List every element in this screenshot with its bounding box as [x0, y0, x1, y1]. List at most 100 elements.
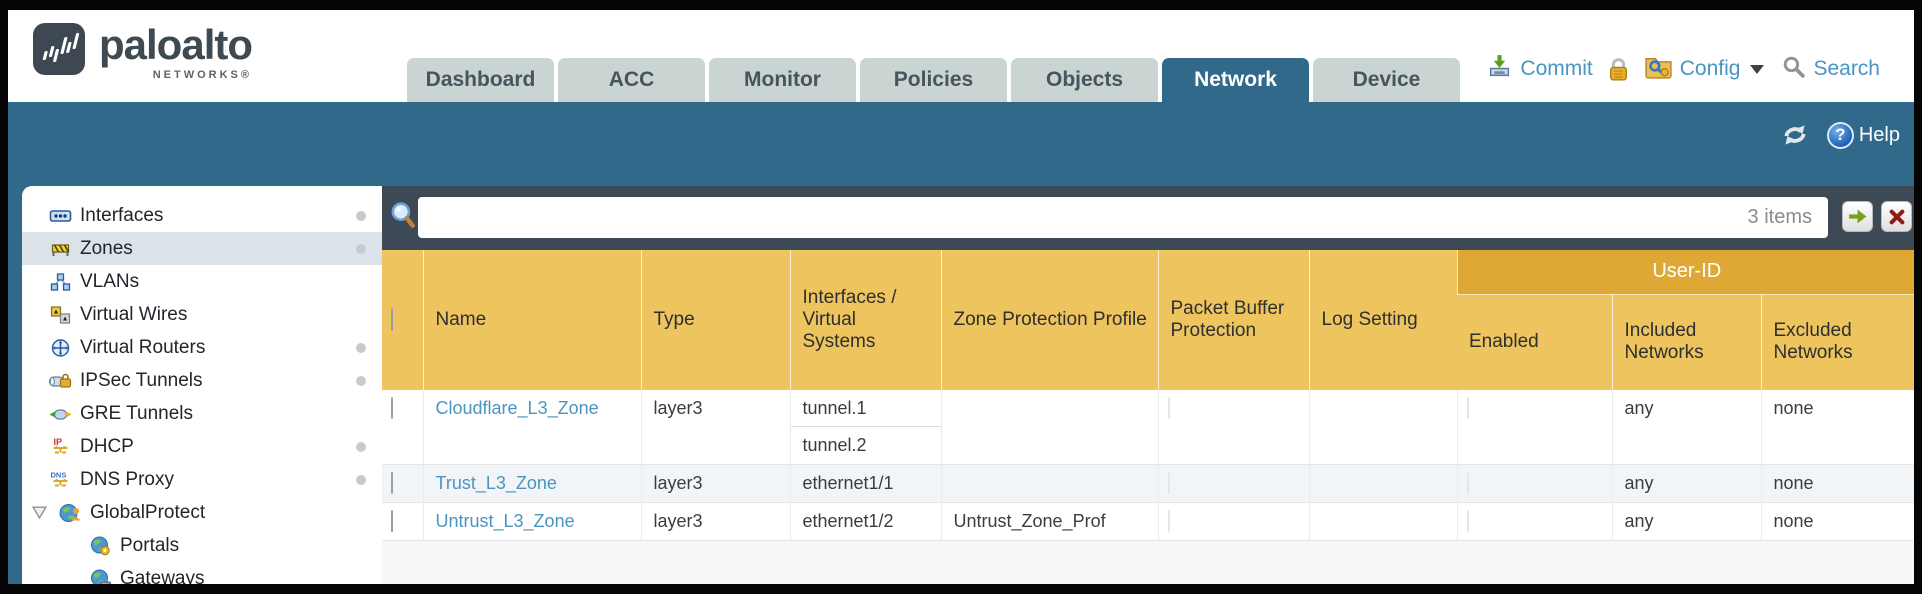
help-button[interactable]: ? Help	[1826, 121, 1900, 149]
status-dot	[356, 474, 366, 485]
excluded-networks-cell: none	[1760, 502, 1914, 541]
utility-bar: ? Help	[1779, 114, 1900, 156]
sidebar-item-globalprotect[interactable]: GlobalProtect	[22, 496, 382, 529]
config-menu-button[interactable]: Config	[1644, 53, 1765, 86]
sidebar-item-virtual-routers[interactable]: Virtual Routers	[22, 331, 382, 364]
brand: paloalto NETWORKS®	[32, 22, 253, 81]
row-checkbox[interactable]	[391, 510, 393, 532]
refresh-icon[interactable]	[1779, 121, 1811, 149]
row-checkbox[interactable]	[391, 397, 393, 419]
user-id-enabled-checkbox[interactable]	[1466, 397, 1469, 419]
clear-filter-button[interactable]	[1881, 201, 1912, 232]
help-icon: ?	[1826, 121, 1854, 149]
sidebar-item-gre-tunnels[interactable]: GRE Tunnels	[22, 397, 382, 430]
globalprotect-icon	[56, 502, 84, 524]
excluded-networks-cell: none	[1760, 390, 1914, 465]
zone-protection-cell	[940, 464, 1158, 503]
row-select-cell	[382, 390, 423, 465]
sidebar-item-ipsec-tunnels[interactable]: IPSec Tunnels	[22, 364, 382, 397]
interface-value: tunnel.2	[802, 435, 867, 455]
log-setting-cell	[1308, 390, 1457, 465]
zone-interfaces-cell: ethernet1/1	[789, 464, 941, 503]
sidebar-item-zones[interactable]: Zones	[22, 232, 382, 265]
column-header-type[interactable]: Type	[640, 250, 790, 390]
zone-name-link[interactable]: Trust_L3_Zone	[435, 473, 557, 493]
packet-buffer-checkbox[interactable]	[1167, 397, 1170, 419]
tab-device[interactable]: Device	[1313, 58, 1460, 102]
zone-name-link[interactable]: Cloudflare_L3_Zone	[435, 398, 599, 418]
column-header-packet-buffer[interactable]: Packet Buffer Protection	[1157, 250, 1309, 390]
column-header-excluded-networks[interactable]: Excluded Networks	[1760, 294, 1914, 390]
column-header-interfaces[interactable]: Interfaces / Virtual Systems	[789, 250, 941, 390]
excluded-networks-cell: none	[1760, 464, 1914, 503]
tab-acc[interactable]: ACC	[558, 58, 705, 102]
config-icon	[1644, 53, 1673, 86]
sidebar-item-vlans[interactable]: VLANs	[22, 265, 382, 298]
user-id-enabled-checkbox[interactable]	[1466, 510, 1469, 532]
zone-name-link[interactable]: Untrust_L3_Zone	[435, 511, 575, 531]
select-all-checkbox[interactable]	[391, 308, 393, 331]
tree-expander-icon[interactable]	[32, 506, 56, 519]
column-header-log-setting[interactable]: Log Setting	[1308, 250, 1457, 390]
packet-buffer-checkbox[interactable]	[1167, 510, 1170, 532]
header-actions: Commit Config Search	[1486, 52, 1880, 86]
sidebar-item-label: IPSec Tunnels	[80, 369, 203, 391]
status-dot	[356, 243, 366, 254]
sidebar-item-virtual-wires[interactable]: Virtual Wires	[22, 298, 382, 331]
interface-value: ethernet1/2	[802, 511, 894, 531]
log-setting-cell	[1308, 502, 1457, 541]
user-id-enabled-checkbox[interactable]	[1466, 472, 1469, 494]
tab-dashboard[interactable]: Dashboard	[407, 58, 554, 102]
tab-objects[interactable]: Objects	[1011, 58, 1158, 102]
zone-type-cell: layer3	[640, 502, 790, 541]
gateways-icon	[86, 568, 114, 584]
tab-network[interactable]: Network	[1162, 58, 1309, 102]
commit-button[interactable]: Commit	[1486, 53, 1593, 86]
tab-policies[interactable]: Policies	[860, 58, 1007, 102]
zone-name-cell: Cloudflare_L3_Zone	[422, 390, 641, 465]
sidebar-item-gateways[interactable]: Gateways	[22, 562, 382, 584]
included-networks-cell: any	[1611, 390, 1761, 465]
row-checkbox[interactable]	[391, 472, 393, 494]
column-header-included-networks[interactable]: Included Networks	[1611, 294, 1761, 390]
apply-filter-button[interactable]	[1842, 201, 1873, 232]
zone-protection-cell	[940, 390, 1158, 465]
portals-icon	[86, 535, 114, 557]
lock-status-button[interactable]	[1606, 56, 1631, 83]
virtual-wires-icon	[46, 305, 74, 325]
status-dot	[356, 441, 366, 452]
column-header-zone-protection[interactable]: Zone Protection Profile	[940, 250, 1158, 390]
sidebar-item-label: Zones	[80, 237, 133, 259]
filter-search-input[interactable]	[418, 197, 1828, 238]
log-setting-cell	[1308, 464, 1457, 503]
column-header-enabled[interactable]: Enabled	[1457, 294, 1612, 390]
status-dot	[356, 210, 366, 221]
interfaces-icon	[46, 206, 74, 226]
search-icon	[1781, 54, 1806, 85]
virtual-routers-icon	[46, 338, 74, 358]
column-header-name[interactable]: Name	[422, 250, 641, 390]
sidebar-item-portals[interactable]: Portals	[22, 529, 382, 562]
included-networks-cell: any	[1611, 464, 1761, 503]
tab-monitor[interactable]: Monitor	[709, 58, 856, 102]
packet-buffer-checkbox[interactable]	[1167, 472, 1170, 494]
zones-icon	[46, 239, 74, 259]
search-button[interactable]: Search	[1781, 54, 1880, 85]
sidebar-item-label: Gateways	[120, 567, 205, 585]
included-networks-cell: any	[1611, 502, 1761, 541]
filter-magnifier-icon	[389, 201, 417, 236]
packet-buffer-cell	[1157, 390, 1309, 465]
sidebar-item-interfaces[interactable]: Interfaces	[22, 199, 382, 232]
zone-name-cell: Untrust_L3_Zone	[422, 502, 641, 541]
vlans-icon	[46, 272, 74, 292]
sidebar-item-label: Interfaces	[80, 204, 164, 226]
user-id-enabled-cell	[1456, 390, 1612, 465]
zone-protection-cell: Untrust_Zone_Prof	[940, 502, 1158, 541]
sidebar-item-label: DNS Proxy	[80, 468, 174, 490]
